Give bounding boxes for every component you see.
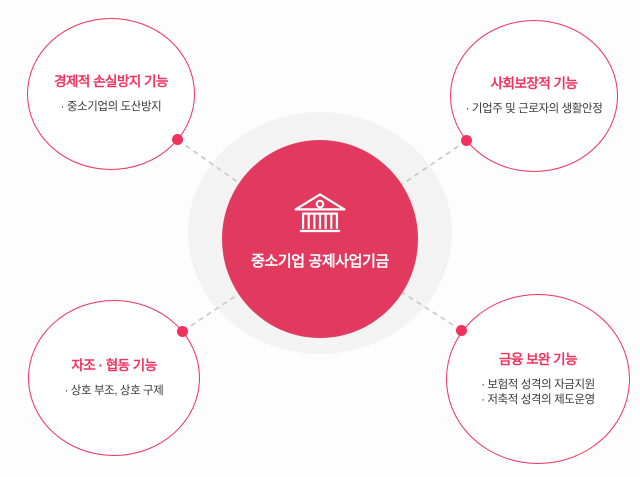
node-selfhelp: 자조 · 협동 기능 · 상호 부조, 상호 구제	[28, 300, 200, 456]
node-social-title: 사회보장적 기능	[490, 76, 578, 91]
node-item: · 보험적 성격의 자금지원	[481, 378, 595, 391]
connector-dot-bottom-left	[177, 326, 188, 337]
bank-icon	[294, 193, 346, 233]
connector-dot-top-left	[172, 134, 183, 145]
node-selfhelp-title: 자조 · 협동 기능	[71, 358, 157, 373]
node-item: · 기업주 및 근로자의 생활안정	[465, 103, 603, 115]
node-economic: 경제적 손실방지 기능 · 중소기업의 도산방지	[27, 18, 195, 170]
node-item: · 중소기업의 도산방지	[60, 101, 162, 113]
node-item: · 저축적 성격의 제도운영	[481, 393, 595, 406]
node-social: 사회보장적 기능 · 기업주 및 근로자의 생활안정	[450, 20, 618, 172]
node-economic-items: · 중소기업의 도산방지	[61, 100, 162, 115]
node-item: · 상호 부조, 상호 구제	[64, 385, 164, 397]
node-financial-items: · 보험적 성격의 자금지원 · 저축적 성격의 제도운영	[481, 378, 595, 408]
node-financial: 금융 보완 기능 · 보험적 성격의 자금지원 · 저축적 성격의 제도운영	[446, 294, 630, 464]
center-node: 중소기업 공제사업기금	[222, 140, 418, 338]
center-node-label: 중소기업 공제사업기금	[251, 253, 389, 270]
node-financial-title: 금융 보완 기능	[498, 351, 578, 367]
node-social-items: · 기업주 및 근로자의 생활안정	[466, 102, 603, 117]
connector-dot-bottom-right	[456, 325, 467, 336]
node-economic-title: 경제적 손실방지 기능	[54, 74, 168, 89]
node-selfhelp-items: · 상호 부조, 상호 구제	[65, 384, 164, 399]
connector-dot-top-right	[461, 135, 472, 146]
